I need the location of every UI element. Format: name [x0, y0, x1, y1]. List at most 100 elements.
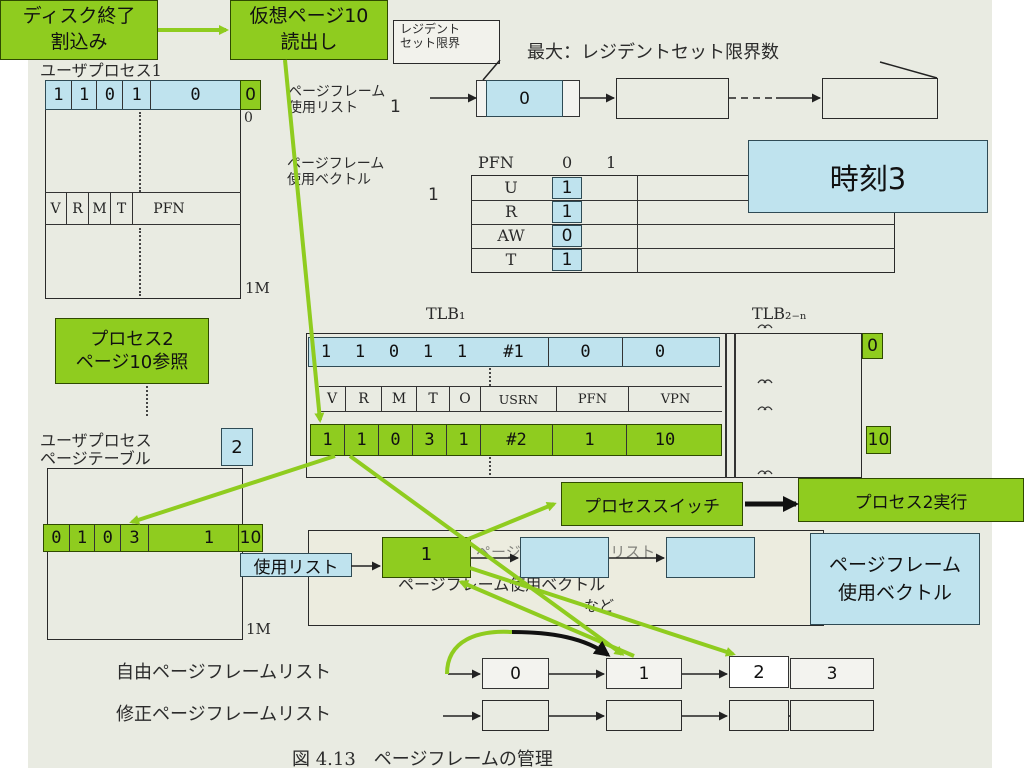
- tlb1-pfn: 0: [549, 338, 623, 366]
- black-arrows: [511, 496, 799, 657]
- pt1-v: 1: [46, 81, 72, 109]
- vector-row-value: 1: [552, 177, 582, 199]
- vector-row-label: AW: [497, 226, 525, 245]
- pt1-t: 1: [123, 81, 151, 109]
- time-3-callout: 時刻3: [748, 140, 988, 213]
- free-list-frame-3: 3: [790, 658, 874, 689]
- vector-row-divider: [471, 248, 895, 250]
- use-list-frame-0: 0: [486, 80, 563, 117]
- pt1-header-t: T: [111, 193, 133, 224]
- pt1-header-v: V: [45, 193, 67, 224]
- modified-list-frame-1: [606, 700, 682, 731]
- pt1-pfn-marker: 0: [240, 80, 261, 110]
- tlb1-usrn: #1: [479, 338, 549, 366]
- resident-set-limit-box: レジデント セット限界: [393, 20, 500, 64]
- tlb-divider-b: [734, 333, 736, 478]
- pt1-header-m: M: [89, 193, 111, 224]
- tlb-divider-a: [725, 333, 727, 478]
- virtual-page-10-read-callout: 仮想ページ10 読出し: [230, 0, 388, 60]
- vector-row-value: 1: [552, 201, 582, 223]
- vector-row-value: 0: [552, 225, 582, 247]
- dotted-divider: [139, 228, 141, 296]
- free-page-frame-list-label: 自由ページフレームリスト: [116, 662, 332, 683]
- tlb1-o: 1: [456, 342, 468, 362]
- bg-text-etc: など: [584, 597, 615, 615]
- pt1-header-pfn: PFN: [153, 200, 185, 217]
- tlb2-pfn: 1: [553, 425, 627, 455]
- tlb2-v: 1: [311, 425, 345, 455]
- dotted-divider: [489, 457, 491, 475]
- vector-row-divider: [471, 200, 895, 202]
- tlb2-r: 1: [345, 425, 379, 455]
- tlb2-t: 3: [413, 425, 447, 455]
- pt1-pfn: 0: [190, 85, 201, 105]
- tlb-header-t: T: [417, 387, 450, 411]
- tlb-header-pfn: PFN: [557, 387, 629, 411]
- process-switch-callout: プロセススイッチ: [561, 482, 743, 526]
- max-resident-label: 最大：レジデントセット限界数: [527, 42, 779, 63]
- tlb-header-o: O: [450, 387, 481, 411]
- pt2-pfn: 1: [203, 528, 214, 548]
- tlb-header-r: R: [346, 387, 382, 411]
- page-table-1-header: V R M T PFN: [45, 192, 241, 225]
- use-list-frame-b: [666, 537, 755, 578]
- page-frame-use-list-label: ページフレーム 使用リスト: [288, 84, 386, 117]
- tlb-right-marker-top: 0: [862, 333, 883, 359]
- tlb2-usrn: #2: [481, 425, 553, 455]
- pfn-col-0: 0: [562, 153, 573, 172]
- scan-lines: [351, 59, 938, 721]
- page-frame-use-vector-count: 1: [428, 185, 439, 205]
- page-table-1-entry: 1 1 0 1 0: [45, 80, 241, 110]
- pfn-col-1: 1: [606, 153, 617, 172]
- tlb-header: V R M T O USRN PFN VPN: [319, 386, 722, 412]
- pt2-m: 0: [95, 525, 122, 551]
- tlb1-vpn: 0: [654, 342, 666, 362]
- modified-list-frame-3: [790, 700, 874, 731]
- pfn-header: PFN: [478, 153, 514, 172]
- use-list-frame-2: [616, 78, 729, 119]
- page-frame-use-list-count: 1: [390, 97, 401, 117]
- dotted-divider: [139, 112, 141, 192]
- modified-list-frame-0: [482, 700, 549, 731]
- tlb2-vpn: 10: [654, 430, 676, 450]
- tlb2-m: 0: [379, 425, 413, 455]
- vector-row-label: U: [504, 178, 518, 197]
- scanned-figure-background: [28, 0, 992, 768]
- tlb-break-marks: [757, 324, 773, 475]
- use-list-frame-a: [520, 537, 609, 578]
- tlb-header-v: V: [319, 387, 346, 411]
- tlb-outer: [306, 333, 862, 478]
- page-table-2-entry: 0 1 0 3 1: [43, 524, 239, 552]
- bg-text-use-vector: ページフレーム使用ベクトル: [398, 575, 606, 594]
- tlb2n-label: TLB₂₋ₙ: [752, 304, 807, 323]
- process-2-run-callout: プロセス2実行: [798, 478, 1024, 522]
- vector-row-label: R: [504, 202, 518, 221]
- one-m-label-bottom: 1M: [246, 620, 271, 638]
- pt1-header-r: R: [67, 193, 89, 224]
- vector-row-label: T: [505, 250, 517, 269]
- use-list-frame-n: [822, 78, 938, 119]
- tlb-entry-2: 1 1 0 3 1 #2 1 10: [310, 424, 722, 456]
- vector-row-value: 1: [552, 249, 582, 271]
- free-list-frame-2: 2: [729, 656, 789, 688]
- page-frame-use-vector-callout: ページフレーム 使用ベクトル: [810, 533, 980, 625]
- dotted-divider: [146, 386, 148, 416]
- user-process-1-label: ユーザプロセス1: [40, 61, 162, 80]
- page-frame-use-vector-label: ページフレーム 使用ベクトル: [287, 156, 385, 189]
- pt2-r: 1: [70, 525, 96, 551]
- one-m-label: 1M: [245, 279, 270, 297]
- tlb2-o: 1: [447, 425, 481, 455]
- modified-page-frame-list-label: 修正ページフレームリスト: [116, 704, 332, 725]
- process-2-reference-callout: プロセス2 ページ10参照: [55, 318, 209, 384]
- tlb1-m: 0: [388, 342, 400, 362]
- tlb1-t: 1: [422, 342, 434, 362]
- tlb-header-usrn: USRN: [481, 387, 557, 411]
- use-list-tag: 使用リスト: [240, 553, 352, 578]
- pt2-vpn-marker: 10: [238, 524, 263, 552]
- user-process-page-table-label: ユーザプロセス ページテーブル: [40, 431, 152, 469]
- tlb1-v: 1: [320, 342, 332, 362]
- pt2-t: 3: [121, 525, 149, 551]
- tlb1-r: 1: [354, 342, 366, 362]
- vector-row-divider: [471, 224, 895, 226]
